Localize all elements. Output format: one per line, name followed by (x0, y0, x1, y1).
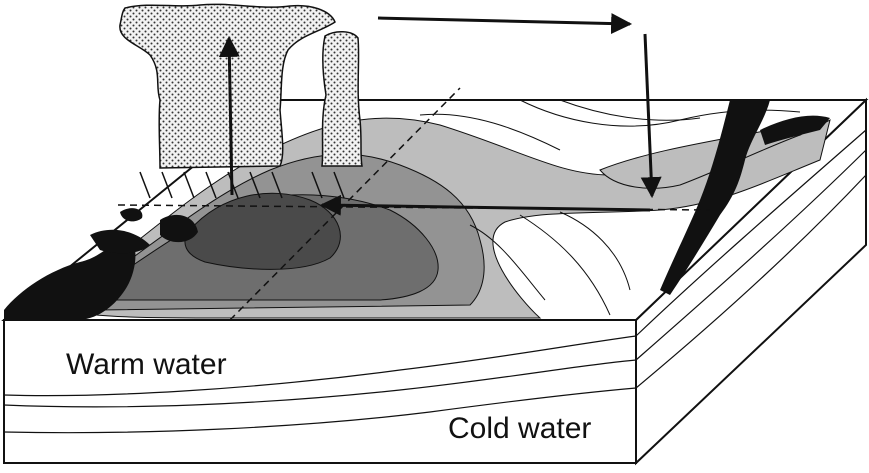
eastern-landmass (660, 100, 770, 295)
convection-cloud-icon (119, 3, 336, 169)
rising-air-arrow-up-icon (218, 35, 240, 196)
western-landmass (4, 235, 136, 320)
sinking-air-arrow-down-icon (640, 33, 662, 199)
cold-water-label: Cold water (448, 412, 592, 445)
thermocline-lines (3, 335, 637, 434)
upper-flow-arrow-right-icon (377, 13, 633, 35)
warm-water-label: Warm water (66, 348, 227, 381)
convection-tower-icon (321, 31, 363, 167)
side-thermocline-lines (635, 129, 867, 389)
eastern-coast-detail (760, 115, 830, 145)
trade-wind-arrow-left-icon (319, 194, 651, 216)
rainfall-hatching (139, 171, 345, 199)
sst-band-warmest (184, 192, 341, 270)
meridian-line (229, 87, 461, 321)
block-front-face (3, 319, 637, 464)
western-islands (90, 208, 198, 254)
